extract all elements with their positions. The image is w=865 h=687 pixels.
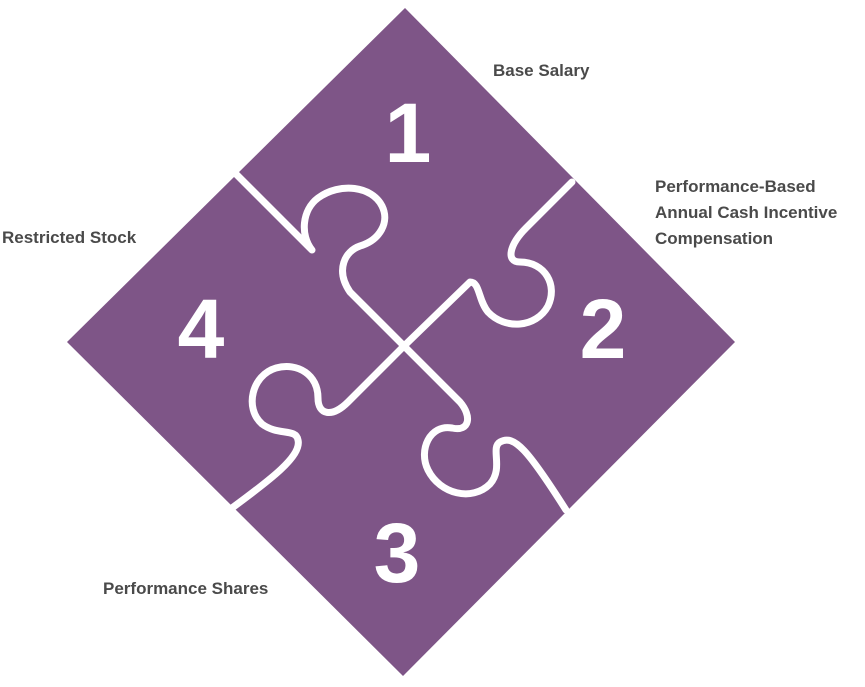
seam-piece-1-piece-2 — [400, 178, 576, 350]
piece-1-number: 1 — [385, 86, 432, 180]
cash-incentive-label-line-2: Annual Cash Incentive — [655, 203, 837, 222]
seam-piece-1-piece-4 — [232, 170, 408, 350]
piece-3-number: 3 — [374, 506, 421, 600]
performance-shares-label: Performance Shares — [103, 579, 268, 598]
piece-4-number: 4 — [178, 282, 225, 376]
base-salary-label: Base Salary — [493, 61, 590, 80]
cash-incentive-label-line-3: Compensation — [655, 229, 773, 248]
piece-2-number: 2 — [580, 282, 627, 376]
seam-piece-3-piece-4 — [228, 342, 408, 512]
puzzle-seams — [228, 170, 576, 514]
cash-incentive-label-line-1: Performance-Based — [655, 177, 816, 196]
restricted-stock-label: Restricted Stock — [2, 228, 137, 247]
seam-piece-2-piece-3 — [400, 342, 570, 514]
